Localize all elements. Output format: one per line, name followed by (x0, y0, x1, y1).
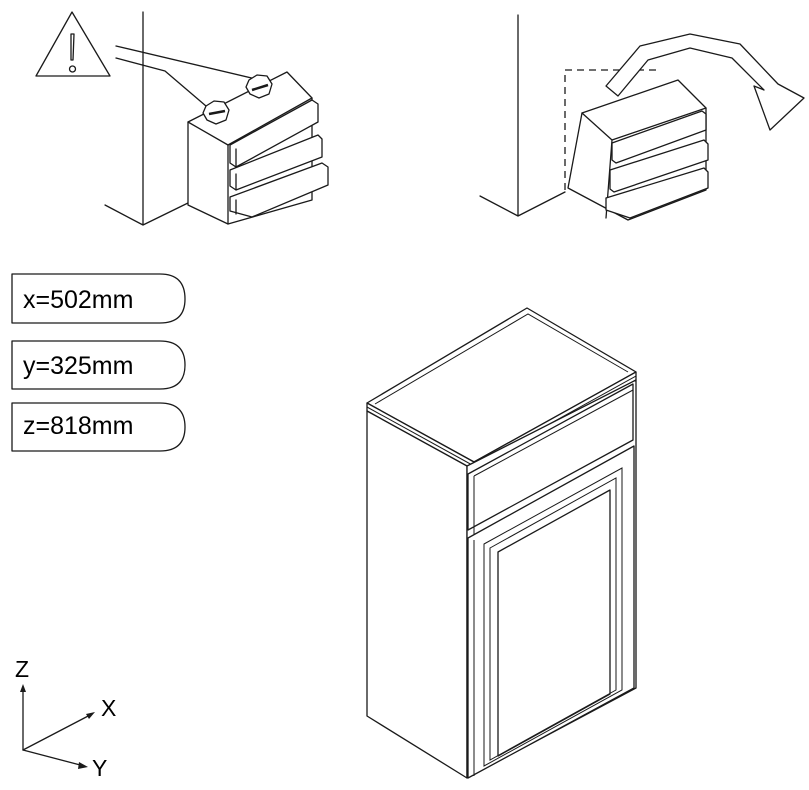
dimension-labels: x=502mm y=325mm z=818mm (11, 273, 186, 452)
dimension-y-label: y=325mm (11, 340, 186, 390)
dimension-z-label: z=818mm (11, 402, 186, 452)
axis-z-label: Z (15, 656, 29, 682)
screw-marker-icon (245, 74, 273, 99)
axis-y-label: Y (92, 755, 107, 781)
cabinet-door (467, 445, 635, 779)
axis-indicator: Z X Y (15, 656, 116, 781)
cabinet-isometric (366, 307, 637, 779)
drawer-front (467, 383, 634, 531)
tipping-illustration (479, 14, 805, 221)
axis-x-label: X (101, 695, 116, 721)
curved-arrow-icon (605, 33, 805, 131)
drawer-stack (229, 99, 329, 218)
cabinet-side (366, 410, 468, 779)
wall-fixing-illustration (35, 11, 329, 226)
drawer-stack (605, 110, 709, 219)
dimension-z-text: z=818mm (23, 412, 133, 440)
dimension-x-label: x=502mm (11, 273, 186, 324)
screw-marker-icon (202, 100, 230, 125)
dimension-x-text: x=502mm (23, 286, 133, 314)
warning-triangle-icon (35, 11, 111, 77)
dimension-y-text: y=325mm (23, 352, 133, 380)
